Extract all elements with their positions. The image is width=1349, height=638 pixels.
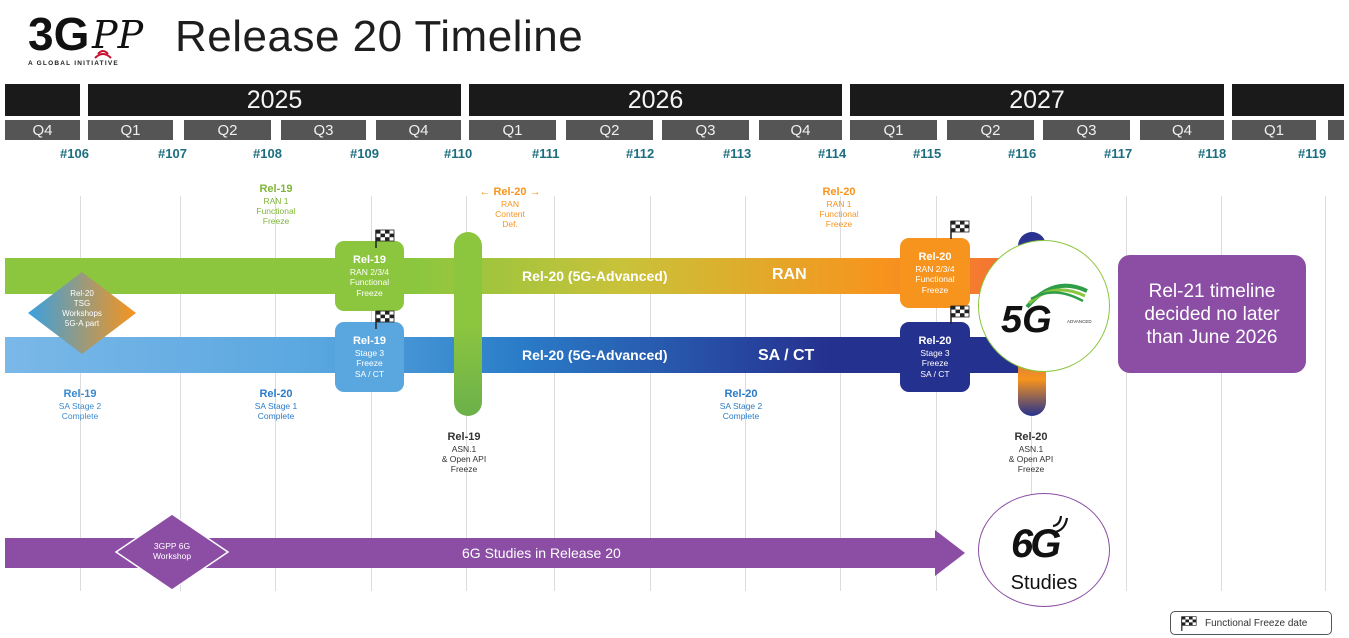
meeting-guide-line [1221, 196, 1222, 591]
meeting-guide-line [1126, 196, 1127, 591]
meeting-number: #107 [158, 146, 187, 161]
meeting-number: #110 [444, 146, 473, 161]
rel20-ran234-freeze-box: Rel-20 RAN 2/3/4 Functional Freeze [900, 238, 970, 308]
rel19-stage3-freeze-box: Rel-19 Stage 3 Freeze SA / CT [335, 322, 404, 392]
arrow-left-icon: ← [479, 186, 491, 198]
meeting-guide-line [180, 196, 181, 591]
rel20-content-def-label: ← Rel-20 → RAN Content Def. [479, 186, 541, 229]
quarter-box: Q1 [469, 120, 556, 140]
sa-ct-bar [5, 337, 1035, 373]
checkered-flag-icon [1181, 616, 1197, 631]
quarter-box [1328, 120, 1344, 140]
svg-text:3G: 3G [28, 8, 89, 60]
rel20-sa-stage1-label: Rel-20 SA Stage 1 Complete [254, 388, 298, 421]
meeting-guide-line [745, 196, 746, 591]
meeting-guide-line [840, 196, 841, 591]
quarter-box: Q1 [850, 120, 937, 140]
meeting-number: #116 [1008, 146, 1037, 161]
meeting-number: #108 [253, 146, 282, 161]
year-bar-2026: 2026 [469, 84, 842, 116]
rel20-tsg-workshop-diamond: Rel-20 TSG Workshops 5G-A part [26, 270, 138, 356]
year-bar-2028 [1232, 84, 1344, 116]
meeting-guide-line [1325, 196, 1326, 591]
meeting-number: #119 [1298, 146, 1327, 161]
quarter-box: Q3 [1043, 120, 1130, 140]
quarter-box: Q2 [566, 120, 653, 140]
3gpp-logo: 3G PP [28, 4, 148, 72]
meeting-guide-line [650, 196, 651, 591]
meeting-number: #112 [626, 146, 655, 161]
legend-text: Functional Freeze date [1205, 617, 1308, 629]
checkered-flag-icon [374, 309, 396, 329]
rel19-ran1-freeze-label: Rel-19 RAN 1 Functional Freeze [256, 183, 296, 226]
meeting-number: #113 [723, 146, 752, 161]
quarter-box: Q1 [1232, 120, 1316, 140]
quarter-box: Q4 [5, 120, 80, 140]
quarter-box: Q4 [1140, 120, 1224, 140]
meeting-number: #114 [818, 146, 847, 161]
rel19-sa-stage2-label: Rel-19 SA Stage 2 Complete [58, 388, 102, 421]
checkered-flag-icon [374, 228, 396, 248]
5g-swoosh-icon [1025, 283, 1088, 309]
logo-tagline: A GLOBAL INITIATIVE [28, 60, 119, 67]
meeting-guide-line [371, 196, 372, 591]
sa-ct-bar-label: Rel-20 (5G-Advanced) [522, 347, 668, 363]
ran-bar-tag: RAN [772, 266, 807, 283]
quarter-box: Q2 [947, 120, 1034, 140]
6g-studies-logo: 6G Studies [978, 493, 1110, 607]
meeting-guide-line [80, 196, 81, 591]
checkered-flag-icon [949, 219, 971, 239]
rel19-asn1-freeze-pill [454, 232, 482, 416]
svg-text:PP: PP [91, 13, 145, 57]
checkered-flag-icon [949, 304, 971, 324]
meeting-number: #118 [1198, 146, 1227, 161]
quarter-box: Q3 [662, 120, 749, 140]
rel19-asn1-freeze-label: Rel-19 ASN.1 & Open API Freeze [441, 431, 487, 474]
5g-advanced-logo: 5G ADVANCED [978, 240, 1110, 372]
meeting-guide-line [554, 196, 555, 591]
meeting-number: #115 [913, 146, 942, 161]
quarter-box: Q4 [376, 120, 461, 140]
year-bar-2027: 2027 [850, 84, 1224, 116]
ran-bar-label: Rel-20 (5G-Advanced) [522, 268, 668, 284]
wireless-signal-icon [1052, 515, 1069, 534]
meeting-guide-line [936, 196, 937, 591]
6g-studies-arrow [5, 530, 965, 576]
meeting-number: #117 [1104, 146, 1133, 161]
quarter-box: Q1 [88, 120, 173, 140]
legend-box: Functional Freeze date [1170, 611, 1332, 635]
year-bar-2025: 2025 [88, 84, 461, 116]
rel20-stage3-freeze-box: Rel-20 Stage 3 Freeze SA / CT [900, 322, 970, 392]
meeting-guide-line [275, 196, 276, 591]
quarter-box: Q3 [281, 120, 366, 140]
meeting-number: #109 [350, 146, 379, 161]
3gpp-6g-workshop-diamond: 3GPP 6G Workshop [114, 512, 230, 592]
sa-ct-bar-tag: SA / CT [758, 347, 815, 364]
page-title: Release 20 Timeline [175, 12, 584, 61]
arrow-right-icon: → [529, 186, 541, 198]
quarter-box: Q4 [759, 120, 842, 140]
year-bar-2024 [5, 84, 80, 116]
quarter-box: Q2 [184, 120, 271, 140]
rel21-callout: Rel-21 timeline decided no later than Ju… [1118, 255, 1306, 373]
meeting-number: #106 [60, 146, 89, 161]
rel20-sa-stage2-label: Rel-20 SA Stage 2 Complete [719, 388, 763, 421]
rel20-asn1-freeze-label: Rel-20 ASN.1 & Open API Freeze [1008, 431, 1054, 474]
ran-bar [5, 258, 1035, 294]
rel19-ran234-freeze-box: Rel-19 RAN 2/3/4 Functional Freeze [335, 241, 404, 311]
rel20-ran1-freeze-label: Rel-20 RAN 1 Functional Freeze [819, 186, 859, 229]
6g-studies-bar-label: 6G Studies in Release 20 [462, 545, 621, 561]
meeting-number: #111 [532, 146, 560, 161]
